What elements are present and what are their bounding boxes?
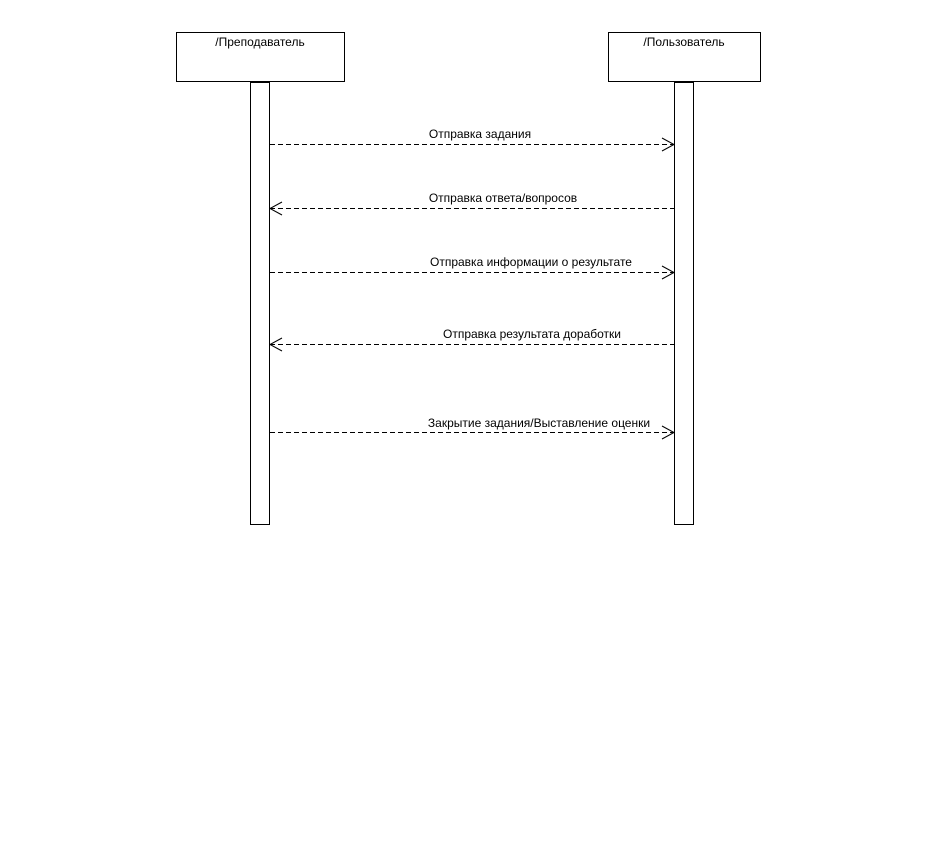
message-3-label: Отправка информации о результате [430,255,632,269]
actor-user-label: /Пользователь [643,35,724,49]
actor-user-box[interactable] [608,32,761,82]
message-5-arrowhead [661,425,676,440]
message-4[interactable]: Отправка результата доработки [268,327,674,352]
message-3[interactable]: Отправка информации о результате [270,255,676,280]
message-2-label: Отправка ответа/вопросов [429,191,577,205]
actor-teacher[interactable]: /Преподаватель [176,32,345,82]
message-1-arrowhead [661,137,676,152]
message-1[interactable]: Отправка задания [270,127,676,152]
message-1-label: Отправка задания [429,127,531,141]
message-5[interactable]: Закрытие задания/Выставление оценки [270,416,676,440]
actor-teacher-box[interactable] [176,32,345,82]
message-2[interactable]: Отправка ответа/вопросов [268,191,674,216]
activation-bar-user[interactable] [674,82,694,525]
message-4-label: Отправка результата доработки [443,327,621,341]
actor-user[interactable]: /Пользователь [608,32,761,82]
message-5-label: Закрытие задания/Выставление оценки [428,416,650,430]
message-4-arrowhead [268,337,283,352]
actor-teacher-label: /Преподаватель [215,35,304,49]
message-3-arrowhead [661,265,676,280]
activation-bar-teacher[interactable] [250,82,270,525]
message-2-arrowhead [268,201,283,216]
